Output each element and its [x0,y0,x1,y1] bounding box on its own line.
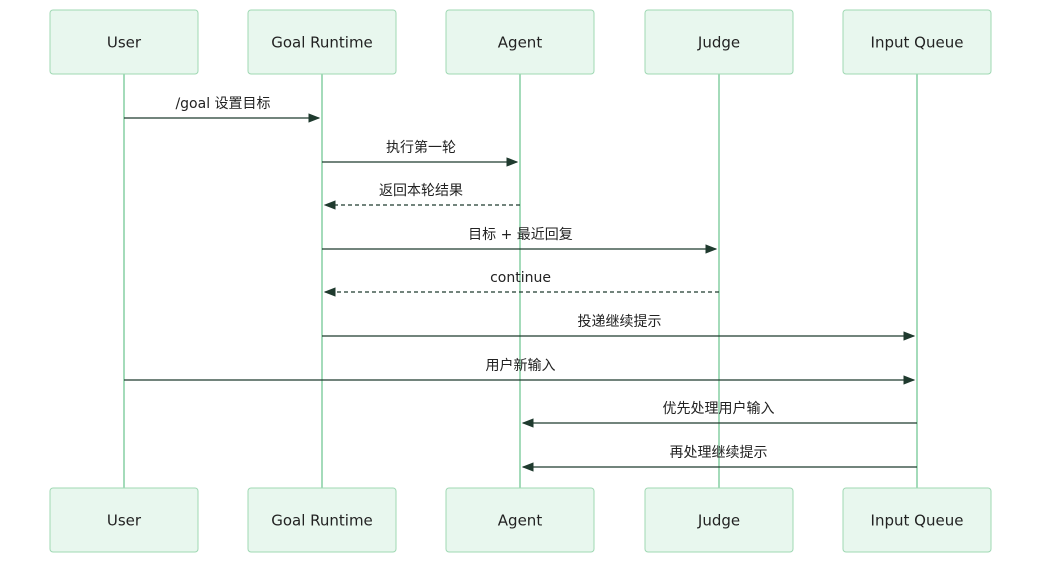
message-2: 执行第一轮 [322,139,519,167]
message-label: 返回本轮结果 [379,183,463,199]
participant-input-queue-bottom: Input Queue [842,487,992,553]
participant-user-top: User [49,9,199,75]
participant-box [842,9,992,75]
participant-label: Judge [697,34,740,52]
participant-box [247,9,397,75]
participant-label: Agent [498,34,543,52]
participant-box [445,9,595,75]
message-label: /goal 设置目标 [175,96,270,112]
message-4: 目标 + 最近回复 [322,226,718,254]
message-6: 投递继续提示 [322,313,916,341]
participant-goal-runtime-top: Goal Runtime [247,9,397,75]
participant-label: Input Queue [871,34,964,52]
participant-label: Input Queue [871,512,964,530]
participant-box [445,487,595,553]
message-1: /goal 设置目标 [124,96,321,123]
participant-judge-top: Judge [644,9,794,75]
message-label: 优先处理用户输入 [663,400,775,417]
message-label: continue [490,270,551,286]
message-label: 投递继续提示 [578,313,662,330]
message-8: 优先处理用户输入 [521,400,917,428]
participant-label: Goal Runtime [271,34,373,52]
participant-box [644,9,794,75]
lifelines [123,74,918,488]
participant-box [842,487,992,553]
message-7: 用户新输入 [124,357,916,385]
participant-agent-top: Agent [445,9,595,75]
participant-box [49,9,199,75]
participant-label: User [107,512,142,530]
participant-box [49,487,199,553]
participant-box [247,487,397,553]
message-5: continue [323,270,719,297]
participant-label: Judge [697,512,740,530]
participant-input-queue-top: Input Queue [842,9,992,75]
message-label: 用户新输入 [486,357,556,374]
message-9: 再处理继续提示 [521,444,917,472]
participant-judge-bottom: Judge [644,487,794,553]
message-label: 目标 + 最近回复 [468,226,573,243]
message-label: 再处理继续提示 [670,444,768,461]
participant-user-bottom: User [49,487,199,553]
participant-agent-bottom: Agent [445,487,595,553]
message-label: 执行第一轮 [386,139,456,156]
message-3: 返回本轮结果 [323,183,520,210]
participant-label: Goal Runtime [271,512,373,530]
participant-box [644,487,794,553]
participant-label: User [107,34,142,52]
participant-label: Agent [498,512,543,530]
participant-goal-runtime-bottom: Goal Runtime [247,487,397,553]
